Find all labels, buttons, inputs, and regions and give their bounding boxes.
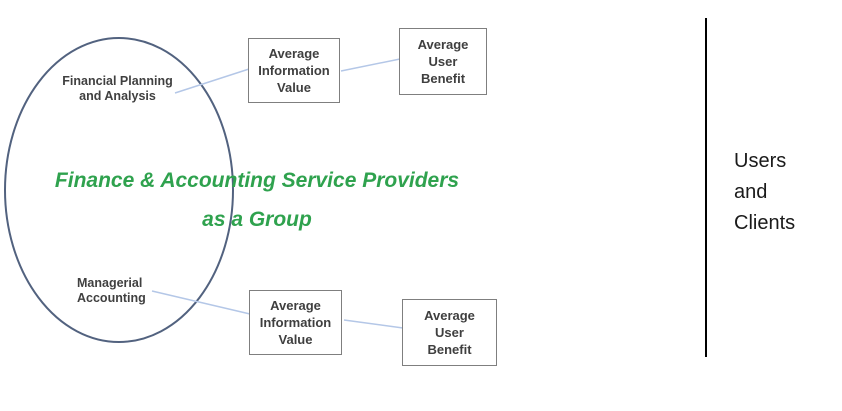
label-financial-planning-and-analysis: Financial Planning and Analysis: [60, 74, 175, 104]
box-text-line: Information: [258, 63, 330, 78]
box-text-line: Benefit: [420, 71, 466, 86]
label-line: and Analysis: [79, 89, 156, 103]
box-text-line: Average: [417, 37, 469, 52]
label-line: Accounting: [77, 291, 146, 305]
label-line: Managerial: [77, 276, 143, 290]
users-label-line: and: [734, 181, 768, 203]
box-text-line: Value: [277, 80, 311, 95]
label-managerial-accounting: Managerial Accounting: [77, 276, 167, 306]
users-label-line: Users: [734, 150, 787, 172]
box-average-information-value-bottom: Average Information Value: [249, 290, 342, 355]
label-line: Financial Planning: [62, 74, 173, 88]
connector-line-info-value-to-user-benefit-bottom: [343, 319, 404, 329]
group-title: Finance & Accounting Service Providers a…: [37, 161, 477, 239]
box-text-line: Information: [259, 315, 332, 330]
box-text-line: Value: [278, 332, 313, 347]
box-text-line: Average: [270, 298, 321, 313]
box-text-line: User: [435, 325, 464, 340]
box-text-line: Average: [424, 308, 475, 323]
connector-line-fpa-to-info-value: [174, 68, 250, 94]
connector-line-ma-to-info-value: [151, 290, 251, 315]
connector-line-info-value-to-user-benefit-top: [340, 58, 401, 72]
box-text-line: User: [428, 54, 458, 69]
box-text-line: Benefit: [427, 342, 472, 357]
box-average-user-benefit-bottom: Average User Benefit: [402, 299, 497, 366]
group-title-line-1: Finance & Accounting Service Providers: [54, 169, 460, 192]
group-ellipse: [4, 37, 234, 343]
users-label-line: Clients: [734, 212, 796, 234]
box-text-line: Average: [268, 46, 320, 61]
group-title-line-2: as a Group: [202, 208, 312, 231]
box-average-information-value-top: Average Information Value: [248, 38, 340, 103]
box-average-user-benefit-top: Average User Benefit: [399, 28, 487, 95]
users-and-clients-label: Users and Clients: [734, 146, 795, 239]
